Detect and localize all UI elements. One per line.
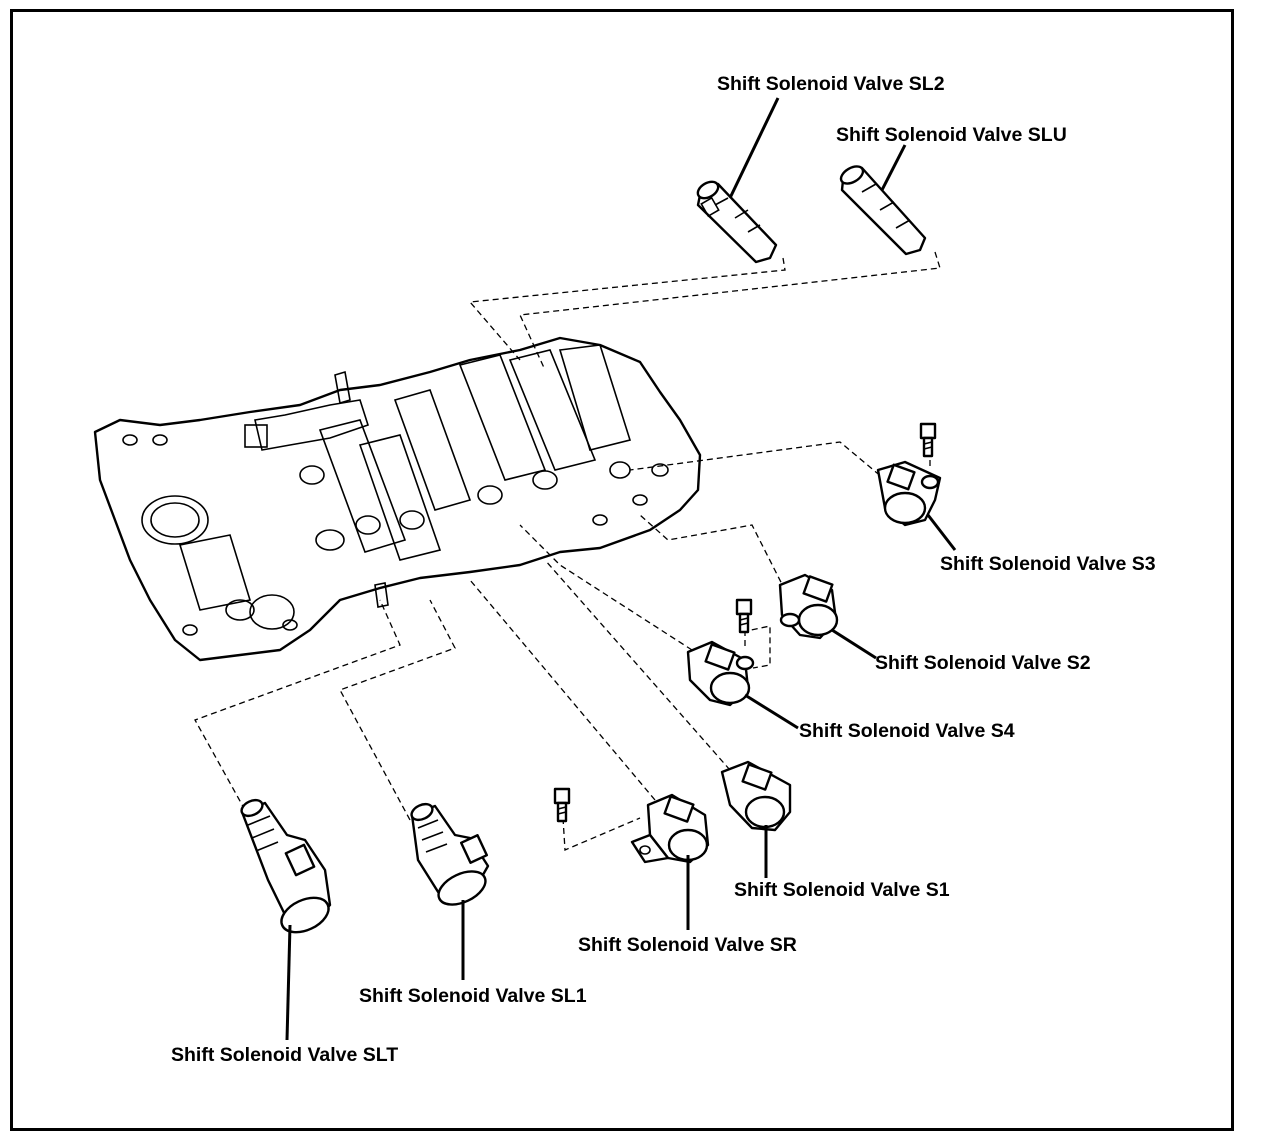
label-s2: Shift Solenoid Valve S2 (875, 652, 1091, 674)
solenoid-s3 (876, 460, 942, 527)
label-s1: Shift Solenoid Valve S1 (734, 879, 950, 901)
label-slu: Shift Solenoid Valve SLU (836, 124, 1067, 146)
solenoid-sl1 (410, 802, 490, 906)
valve-body (93, 336, 702, 662)
solenoid-s4 (686, 640, 755, 707)
label-slt: Shift Solenoid Valve SLT (171, 1044, 398, 1066)
solenoid-slt (240, 798, 332, 934)
label-sl1: Shift Solenoid Valve SL1 (359, 985, 587, 1007)
solenoid-slu (839, 165, 927, 256)
label-sl2: Shift Solenoid Valve SL2 (717, 73, 945, 95)
label-s3: Shift Solenoid Valve S3 (940, 553, 1156, 575)
label-sr: Shift Solenoid Valve SR (578, 934, 797, 956)
solenoid-s1 (720, 760, 792, 832)
solenoid-sl2 (696, 180, 778, 264)
bolt-s4 (735, 598, 753, 634)
solenoid-sr (630, 793, 710, 864)
leader-lines (285, 97, 957, 1041)
labels: Shift Solenoid Valve SL2 Shift Solenoid … (171, 73, 1156, 1066)
alignment-lines (194, 251, 941, 851)
bolt-s3 (919, 422, 937, 458)
label-s4: Shift Solenoid Valve S4 (799, 720, 1015, 742)
solenoid-s2 (778, 573, 839, 640)
bolt-sr (553, 787, 571, 823)
